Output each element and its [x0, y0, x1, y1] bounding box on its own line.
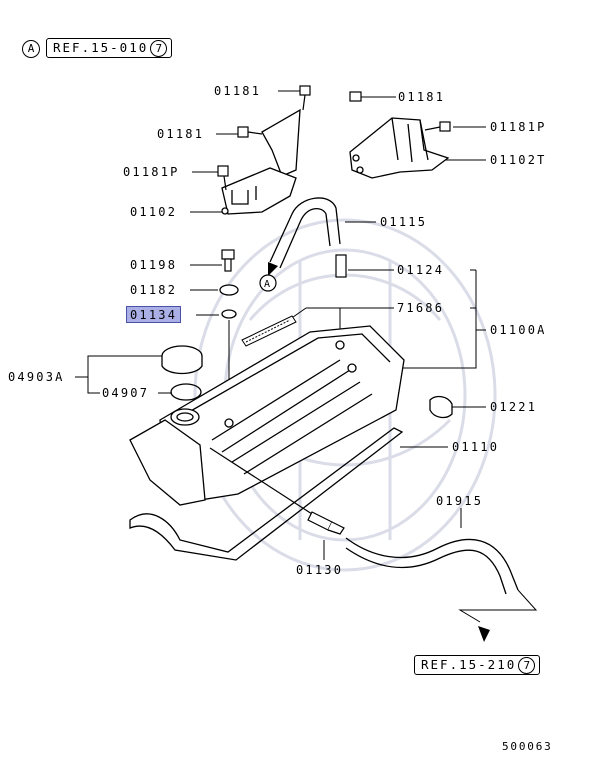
seal-01221 [429, 395, 453, 419]
label-04907[interactable]: 04907 [102, 386, 150, 400]
label-01181-left[interactable]: 01181 [157, 127, 205, 141]
ref-15-010-text: REF.15-010 [53, 40, 149, 55]
label-01102T[interactable]: 01102T [490, 153, 547, 167]
arrow-to-ref [478, 626, 490, 642]
label-01100A[interactable]: 01100A [490, 323, 547, 337]
seal-01134 [221, 309, 237, 319]
label-01181P-left[interactable]: 01181P [123, 165, 180, 179]
ref-top[interactable]: A [22, 37, 40, 58]
gasket-01110 [129, 427, 404, 561]
gasket-04907 [170, 383, 202, 401]
hose-01115 [269, 197, 341, 269]
label-01115[interactable]: 01115 [380, 215, 428, 229]
bolts [217, 85, 451, 272]
ref-15-210-box[interactable]: REF.15-210 7 [414, 655, 541, 675]
label-01181-right[interactable]: 01181 [398, 90, 446, 104]
pipe-01124 [335, 254, 347, 278]
washer-01182 [219, 284, 239, 296]
label-01182[interactable]: 01182 [130, 283, 178, 297]
label-01102[interactable]: 01102 [130, 205, 178, 219]
svg-text:A: A [264, 279, 270, 290]
pcv-valve-01130 [209, 447, 345, 535]
ref-15-210-text: REF.15-210 [421, 657, 517, 672]
label-01181-top[interactable]: 01181 [214, 84, 262, 98]
label-01134-highlighted[interactable]: 01134 [126, 306, 182, 323]
label-01130[interactable]: 01130 [296, 563, 344, 577]
label-01915[interactable]: 01915 [436, 494, 484, 508]
bracket-01102 [221, 108, 301, 215]
ref-15-010-num: 7 [150, 39, 168, 57]
label-01198[interactable]: 01198 [130, 258, 178, 272]
hose-01915 [345, 537, 519, 595]
oil-cap [161, 345, 203, 375]
bracket-01102T [349, 117, 450, 179]
label-01221[interactable]: 01221 [490, 400, 538, 414]
label-71686[interactable]: 71686 [397, 301, 445, 315]
valve-cover-01100A [129, 325, 405, 506]
ref-15-010-box[interactable]: REF.15-010 7 [46, 38, 173, 58]
label-01181P-right[interactable]: 01181P [490, 120, 547, 134]
label-01110[interactable]: 01110 [452, 440, 500, 454]
a-marker-top: A [22, 40, 40, 58]
figure-id: 500063 [502, 740, 553, 753]
ref-15-210-num: 7 [518, 656, 536, 674]
label-04903A[interactable]: 04903A [8, 370, 65, 384]
label-plate-71686 [241, 315, 297, 347]
label-01124[interactable]: 01124 [397, 263, 445, 277]
